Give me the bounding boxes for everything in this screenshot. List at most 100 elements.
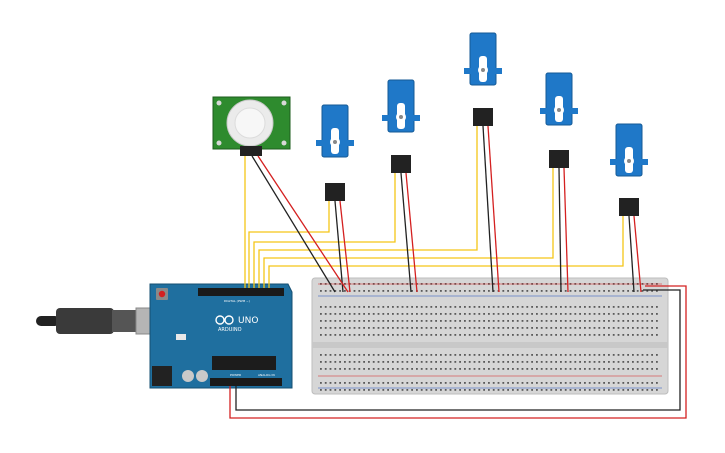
breadboard-hole — [430, 306, 433, 308]
breadboard-hole — [363, 334, 365, 336]
breadboard-hole — [531, 389, 533, 391]
breadboard-hole — [372, 334, 375, 336]
servo-2-power-wire — [405, 172, 418, 293]
breadboard-hole — [545, 320, 548, 322]
usb-cable-cord — [36, 316, 60, 326]
breadboard-hole — [588, 313, 591, 315]
breadboard-hole — [540, 354, 543, 356]
breadboard-hole — [516, 361, 519, 363]
breadboard-hole — [574, 327, 577, 329]
breadboard-hole — [334, 320, 337, 322]
breadboard-hole — [603, 389, 605, 391]
breadboard-hole — [382, 290, 385, 292]
breadboard-hole — [459, 327, 461, 329]
breadboard-hole — [569, 327, 572, 329]
digital-header-label: DIGITAL (PWM ~) — [224, 299, 250, 303]
breadboard-hole — [560, 313, 562, 315]
breadboard-hole — [353, 368, 356, 370]
breadboard-hole — [353, 334, 356, 336]
breadboard-hole — [612, 320, 615, 322]
breadboard-hole — [368, 354, 370, 356]
pir-power-wire — [257, 155, 349, 293]
breadboard-hole — [555, 368, 557, 370]
breadboard-hole — [636, 290, 639, 292]
breadboard-hole — [406, 334, 409, 336]
breadboard-hole — [564, 313, 567, 315]
breadboard-hole — [473, 361, 476, 363]
breadboard-hole — [454, 306, 457, 308]
breadboard-hole — [545, 389, 548, 391]
breadboard-hole — [588, 290, 591, 292]
breadboard-hole — [435, 368, 437, 370]
arduino-brand-text: ARDUINO — [218, 327, 242, 333]
breadboard-hole — [593, 320, 596, 322]
breadboard-hole — [411, 389, 413, 391]
breadboard-hole — [536, 389, 538, 391]
breadboard-hole — [550, 327, 553, 329]
breadboard-hole — [608, 290, 610, 292]
breadboard-hole — [574, 368, 577, 370]
breadboard-hole — [401, 306, 404, 308]
breadboard-hole — [358, 290, 361, 292]
breadboard-hole — [483, 290, 485, 292]
breadboard-hole — [492, 306, 495, 308]
breadboard-hole — [531, 368, 533, 370]
breadboard-hole — [430, 361, 433, 363]
breadboard-hole — [396, 313, 399, 315]
breadboard-hole — [488, 368, 490, 370]
breadboard-hole — [612, 382, 615, 384]
breadboard-hole — [507, 327, 509, 329]
breadboard-hole — [329, 290, 332, 292]
breadboard-hole — [656, 313, 658, 315]
breadboard-hole — [406, 290, 409, 292]
breadboard-hole — [368, 368, 370, 370]
breadboard-hole — [368, 313, 370, 315]
breadboard-hole — [416, 382, 418, 384]
breadboard-hole — [569, 334, 572, 336]
breadboard-hole — [368, 361, 370, 363]
breadboard-hole — [444, 290, 447, 292]
breadboard-hole — [320, 290, 322, 292]
breadboard-hole — [396, 334, 399, 336]
breadboard-hole — [502, 320, 505, 322]
breadboard-hole — [329, 327, 332, 329]
breadboard-hole — [392, 382, 394, 384]
breadboard-hole — [372, 327, 375, 329]
breadboard-hole — [627, 320, 629, 322]
breadboard-hole — [564, 327, 567, 329]
breadboard-hole — [348, 313, 351, 315]
breadboard-hole — [603, 313, 605, 315]
breadboard-hole — [651, 368, 653, 370]
breadboard-hole — [468, 382, 471, 384]
breadboard-hole — [608, 320, 610, 322]
breadboard-hole — [651, 320, 653, 322]
breadboard-hole — [526, 354, 529, 356]
servo-motor-1 — [316, 104, 354, 201]
breadboard-hole — [392, 368, 394, 370]
breadboard-hole — [449, 327, 452, 329]
servo-connector — [325, 183, 345, 201]
breadboard-hole — [430, 368, 433, 370]
breadboard-hole — [401, 354, 404, 356]
breadboard-hole — [363, 290, 365, 292]
breadboard-hole — [353, 320, 356, 322]
breadboard-hole — [488, 382, 490, 384]
breadboard-hole — [468, 320, 471, 322]
breadboard-hole — [392, 361, 394, 363]
breadboard-hole — [492, 334, 495, 336]
breadboard-hole — [324, 389, 327, 391]
servo-3-ground-wire — [482, 125, 494, 293]
breadboard-hole — [622, 290, 625, 292]
breadboard-hole — [531, 306, 533, 308]
breadboard-hole — [521, 368, 524, 370]
breadboard-hole — [464, 354, 466, 356]
breadboard-hole — [435, 306, 437, 308]
breadboard-hole — [622, 320, 625, 322]
breadboard-hole — [449, 382, 452, 384]
breadboard-hole — [531, 354, 533, 356]
breadboard-hole — [425, 334, 428, 336]
breadboard-hole — [560, 368, 562, 370]
breadboard-hole — [459, 313, 461, 315]
breadboard-hole — [396, 382, 399, 384]
